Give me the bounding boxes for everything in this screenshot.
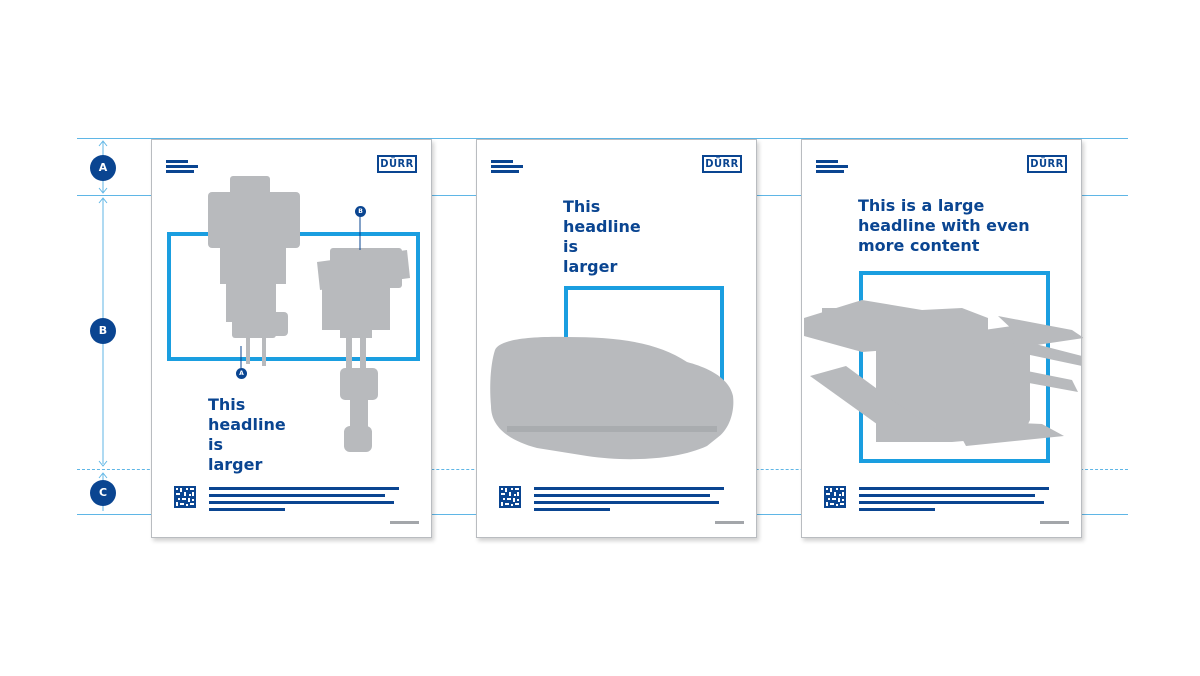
marker-c: C [90, 480, 116, 506]
page-headline: This headline is larger [208, 395, 286, 474]
poster-page-3: DÜRR This is a large headline with even … [801, 139, 1083, 538]
footer-text-line [859, 501, 1044, 504]
image-frame [859, 271, 1050, 463]
poster-page-2: DÜRR This headline is larger [476, 139, 757, 538]
page-headline: This headline is larger [563, 197, 641, 276]
footer-text-line [534, 508, 610, 511]
qr-code-icon [824, 486, 846, 508]
page-number-bar [1040, 521, 1069, 524]
qr-code-icon [499, 486, 521, 508]
logo-text: DÜRR [1030, 157, 1064, 170]
marker-b: B [90, 318, 116, 344]
footer-text-line [209, 494, 385, 497]
logo-text: DÜRR [380, 157, 414, 170]
durr-logo: DÜRR [702, 155, 742, 173]
poster-page-1: DÜRR [151, 139, 432, 538]
footer-text-line [209, 501, 394, 504]
menu-icon [816, 160, 848, 174]
dimension-arrows [98, 140, 108, 511]
footer-text-line [534, 487, 724, 490]
durr-logo: DÜRR [1027, 155, 1067, 173]
footer-text-line [859, 494, 1035, 497]
guide-line-top [77, 138, 1128, 139]
durr-logo: DÜRR [377, 155, 417, 173]
callout-lines [240, 216, 361, 368]
callout-marker-a: A [236, 368, 247, 379]
production-line-silhouette [804, 300, 1083, 446]
footer-text-line [534, 501, 719, 504]
callout-marker-b: B [355, 206, 366, 217]
page-number-bar [715, 521, 744, 524]
page-headline: This is a large headline with even more … [858, 196, 1030, 255]
footer-text-line [209, 487, 399, 490]
footer-text-line [534, 494, 710, 497]
car-silhouette [490, 336, 734, 460]
page-number-bar [390, 521, 419, 524]
menu-icon [491, 160, 523, 174]
valve-equipment-silhouettes [208, 176, 410, 452]
marker-a: A [90, 155, 116, 181]
footer-text-line [859, 487, 1049, 490]
footer-text-line [859, 508, 935, 511]
logo-text: DÜRR [705, 157, 739, 170]
footer-text-line [209, 508, 285, 511]
menu-icon [166, 160, 198, 174]
qr-code-icon [174, 486, 196, 508]
